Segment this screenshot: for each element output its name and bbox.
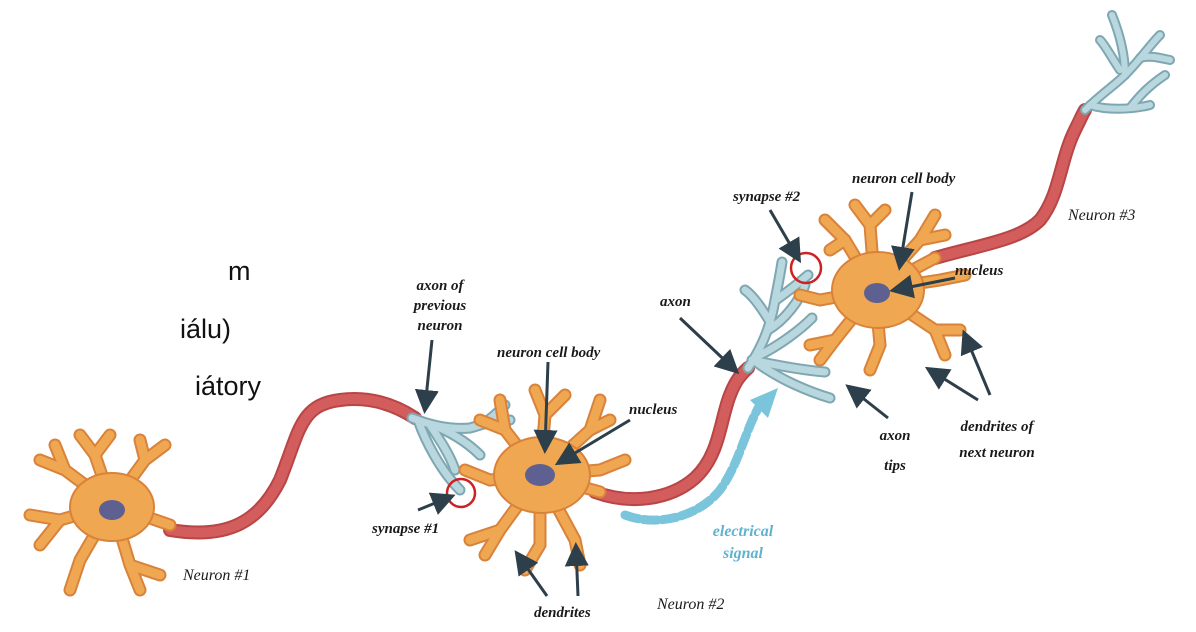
label-cell-body-3: neuron cell body <box>852 171 956 187</box>
label-axon: axon <box>660 294 691 310</box>
label-neuron-2: Neuron #2 <box>656 596 724 613</box>
label-electrical-signal-line-2: signal <box>722 545 764 562</box>
label-synapse-1: synapse #1 <box>371 521 439 537</box>
neuron-1-cell-body <box>30 435 170 590</box>
side-text-line-2: iálu) <box>180 314 231 344</box>
neuron-3-nucleus <box>864 283 890 303</box>
arrow-synapse-2 <box>770 210 798 258</box>
arrow-dendrites-b <box>576 548 578 596</box>
arrow-axon-tips <box>850 388 888 418</box>
label-electrical-signal: electrical signal <box>713 523 774 562</box>
side-text: m iálu) iátory <box>180 256 262 401</box>
label-dendrites-next-line-2: next neuron <box>959 445 1034 461</box>
label-axon-prev-line-1: axon of <box>416 278 465 294</box>
arrow-axon <box>680 318 735 370</box>
label-dendrites-next-line-1: dendrites of <box>961 419 1036 435</box>
neuron-1-axon <box>170 399 415 533</box>
arrow-dendrites-next-a <box>930 370 978 400</box>
label-neuron-3: Neuron #3 <box>1067 207 1135 224</box>
axon-terminal-3 <box>1085 15 1170 110</box>
arrow-synapse-1 <box>418 497 450 510</box>
label-axon-tips: axon tips <box>880 428 911 474</box>
label-axon-tips-line-2: tips <box>884 458 906 474</box>
arrow-dendrites-next-b <box>965 335 990 395</box>
label-cell-body-2: neuron cell body <box>497 345 601 361</box>
label-nucleus-3: nucleus <box>955 263 1004 279</box>
side-text-line-3: iátory <box>195 371 262 401</box>
side-text-line-1: m <box>228 256 251 286</box>
label-dendrites-next: dendrites of next neuron <box>959 419 1035 461</box>
label-axon-prev-line-3: neuron <box>417 318 462 334</box>
label-neuron-1: Neuron #1 <box>182 567 250 584</box>
label-axon-prev: axon of previous neuron <box>412 278 467 334</box>
arrow-axon-prev <box>425 340 432 408</box>
neuron-1-nucleus <box>99 500 125 520</box>
axon-terminal-2 <box>745 262 830 398</box>
label-synapse-2: synapse #2 <box>732 189 801 205</box>
label-nucleus-2: nucleus <box>629 402 678 418</box>
label-axon-tips-line-1: axon <box>880 428 911 444</box>
label-dendrites: dendrites <box>534 605 591 621</box>
neuron-2-nucleus <box>525 464 555 486</box>
label-axon-prev-line-2: previous <box>412 298 467 314</box>
neuron-3-cell-body <box>800 205 965 370</box>
label-electrical-signal-line-1: electrical <box>713 523 774 540</box>
